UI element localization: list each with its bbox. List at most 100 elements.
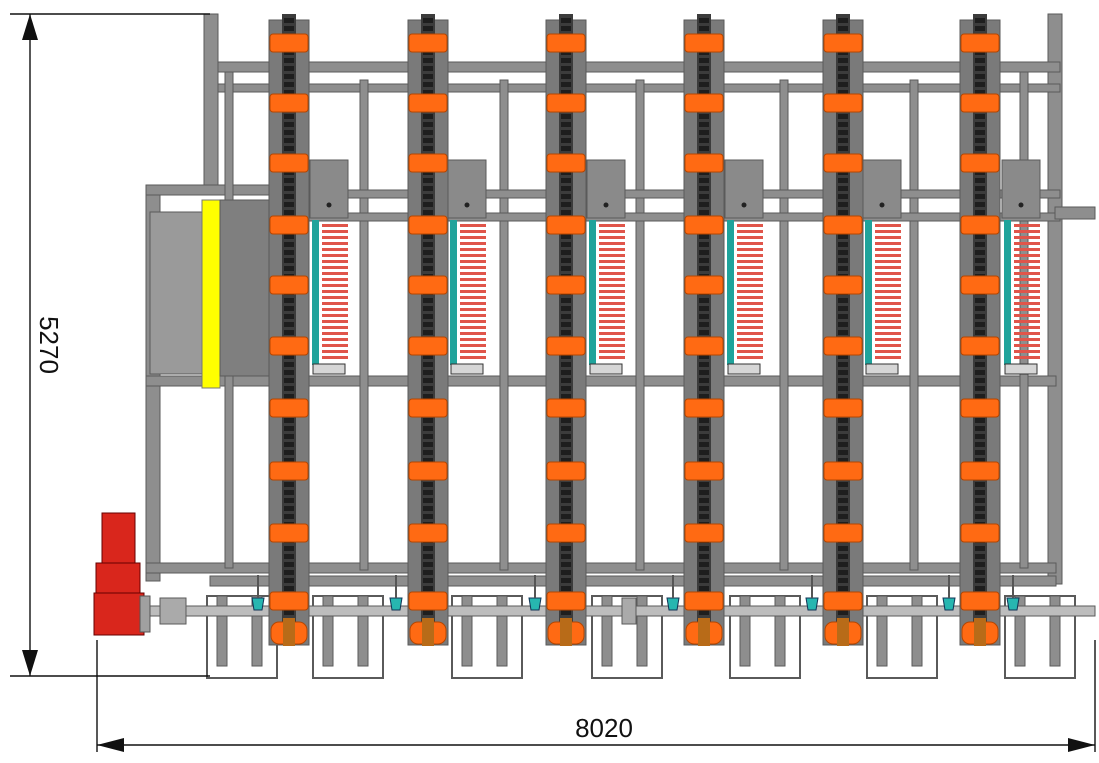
rack-tooth: [322, 290, 348, 293]
orange-carriage: [269, 33, 309, 53]
chain-link: [284, 178, 294, 183]
chain-link: [838, 306, 848, 311]
rack-tooth: [1014, 224, 1040, 227]
rack-tooth: [737, 356, 763, 359]
chain-link: [838, 26, 848, 31]
chain-link: [423, 490, 433, 495]
chain-link: [561, 58, 571, 63]
chain-link: [423, 562, 433, 567]
chain-link: [284, 298, 294, 303]
chain-link: [838, 546, 848, 551]
orange-carriage: [684, 275, 724, 295]
chain-link: [975, 570, 985, 575]
chain-link: [699, 370, 709, 375]
rack-modules: [309, 159, 1041, 375]
chain-link: [423, 506, 433, 511]
chain-link: [975, 130, 985, 135]
rack-tooth: [599, 338, 625, 341]
rack-tooth: [322, 344, 348, 347]
chain-link: [838, 74, 848, 79]
rack-tooth: [322, 296, 348, 299]
rack-tooth: [460, 290, 486, 293]
chain-link: [561, 234, 571, 239]
chain-link: [838, 418, 848, 423]
orange-carriage: [684, 523, 724, 543]
nozzle-body: [528, 597, 542, 611]
orange-carriage: [546, 591, 586, 611]
bottom-rail: [145, 562, 1057, 574]
chain-link: [561, 442, 571, 447]
nozzle-body: [251, 597, 265, 611]
chain-link: [561, 26, 571, 31]
side-guard: [149, 199, 271, 389]
chain-link: [423, 610, 433, 615]
chain-link: [838, 234, 848, 239]
inner-upright: [779, 79, 789, 571]
chain-link: [699, 490, 709, 495]
chain-link: [975, 18, 985, 23]
chain-link: [284, 114, 294, 119]
chain-link: [975, 266, 985, 271]
rack-tooth: [1014, 260, 1040, 263]
chain-link: [284, 586, 294, 591]
rack-tooth: [322, 224, 348, 227]
chain-link: [699, 122, 709, 127]
chain-link: [561, 546, 571, 551]
spray-nozzles: [251, 575, 1020, 611]
chain-link: [423, 482, 433, 487]
rack-tooth: [322, 278, 348, 281]
chain-link: [838, 314, 848, 319]
orange-carriage: [408, 93, 448, 113]
chain-link: [838, 378, 848, 383]
rack-tooth: [737, 290, 763, 293]
rack-clamp: [727, 363, 761, 375]
chain-link: [561, 434, 571, 439]
chain-link: [423, 266, 433, 271]
rack-tooth: [1014, 242, 1040, 245]
chain-link: [561, 314, 571, 319]
chain-link: [284, 26, 294, 31]
chain-link: [423, 546, 433, 551]
chain-link: [423, 138, 433, 143]
chain-link: [423, 298, 433, 303]
chain-link: [699, 362, 709, 367]
shaft-bearing: [621, 597, 637, 625]
chain-link: [838, 82, 848, 87]
rack-tooth: [1014, 350, 1040, 353]
chain-link: [975, 178, 985, 183]
chain-link: [975, 66, 985, 71]
chain-link: [975, 202, 985, 207]
rack-tooth: [599, 320, 625, 323]
chain-link: [975, 426, 985, 431]
chain-link: [423, 322, 433, 327]
chain-link: [838, 322, 848, 327]
orange-carriage: [269, 398, 309, 418]
rack-tooth: [875, 272, 901, 275]
frame-post-right: [1047, 13, 1063, 585]
chain-link: [699, 58, 709, 63]
rack-tooth: [599, 254, 625, 257]
rack-head-block: [724, 159, 764, 219]
rack-tooth: [737, 254, 763, 257]
chain-link: [284, 82, 294, 87]
nozzle-body: [805, 597, 819, 611]
sprocket-hub: [422, 618, 434, 646]
chain-link: [561, 322, 571, 327]
height-dimension-label: 5270: [34, 316, 64, 374]
orange-carriage: [960, 523, 1000, 543]
chain-link: [975, 554, 985, 559]
nozzle-body: [942, 597, 956, 611]
chain-link: [975, 586, 985, 591]
rack-tooth: [599, 326, 625, 329]
chain-link: [284, 130, 294, 135]
dimension-lines: 8020 5270: [10, 13, 1096, 752]
rack-blade: [727, 220, 734, 365]
rack-tooth: [460, 320, 486, 323]
chain-link: [699, 194, 709, 199]
rack-clamp: [450, 363, 484, 375]
chain-link: [975, 90, 985, 95]
chain-link: [423, 58, 433, 63]
chain-link: [561, 138, 571, 143]
chain-link: [561, 514, 571, 519]
rack-tooth: [460, 308, 486, 311]
